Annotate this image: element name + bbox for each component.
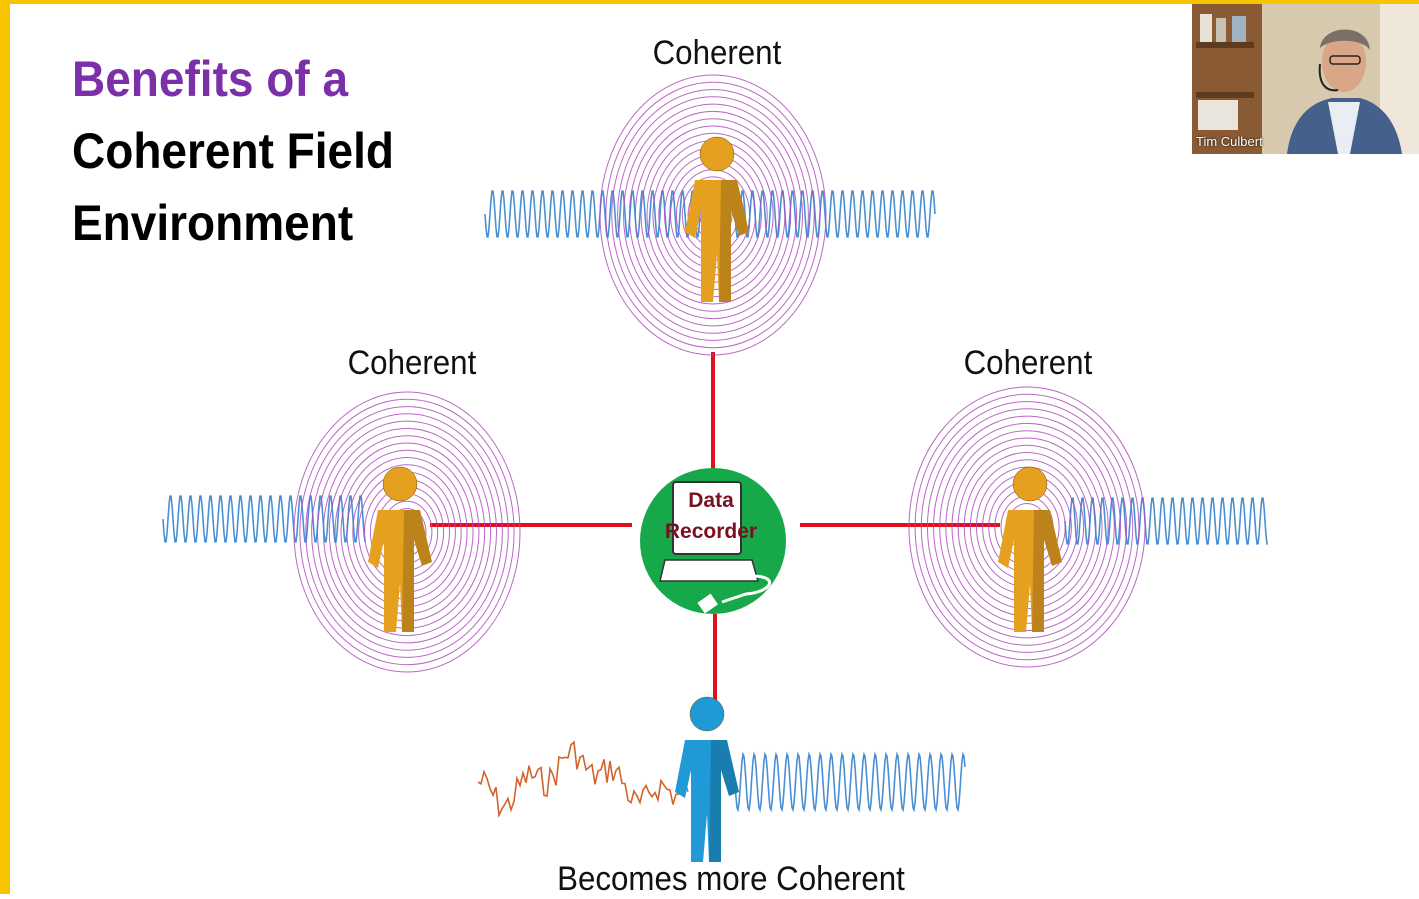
wave-bottom-coherent: [734, 751, 966, 813]
participant-video-tile[interactable]: Tim Culbert: [1192, 4, 1419, 154]
window-frame-top: [0, 0, 1419, 4]
person-right: [998, 466, 1062, 632]
person-top: [685, 136, 749, 302]
window-frame-left: [0, 0, 10, 894]
label-left-coherent: Coherent: [347, 344, 477, 382]
recorder-label-line2: Recorder: [665, 520, 757, 543]
wave-left: [162, 495, 366, 543]
label-top-coherent: Coherent: [652, 34, 782, 72]
label-right-coherent: Coherent: [963, 344, 1093, 382]
keyboard-icon: [659, 559, 759, 582]
monitor-icon: [672, 481, 742, 555]
person-bottom: [675, 696, 739, 862]
slide-title-line-3: Environment: [72, 195, 354, 251]
label-bottom-becomes-coherent: Becomes more Coherent: [557, 860, 905, 898]
mouse-icon: [697, 593, 718, 614]
rings-top: [599, 74, 827, 356]
connector-lines: [430, 352, 1000, 704]
presentation-slide: Benefits of a Coherent Field Environment…: [10, 4, 1419, 898]
mouse-cable-icon: [721, 574, 772, 604]
participant-video-feed: [1192, 4, 1419, 154]
people-figures: [368, 136, 1062, 862]
participant-name-label: Tim Culbert: [1196, 134, 1263, 149]
recorder-label-line1: Data: [688, 489, 734, 512]
data-recorder: Data Recorder: [640, 468, 786, 614]
slide-title-line-1: Benefits of a: [72, 51, 349, 107]
slide-title-line-2: Coherent Field: [72, 123, 395, 179]
coherence-rings: [293, 74, 1146, 673]
wave-bottom-incoherent: [477, 740, 689, 818]
coherence-diagram: Data Recorder: [162, 74, 1268, 862]
wave-right: [1064, 497, 1268, 545]
person-left: [368, 466, 432, 632]
